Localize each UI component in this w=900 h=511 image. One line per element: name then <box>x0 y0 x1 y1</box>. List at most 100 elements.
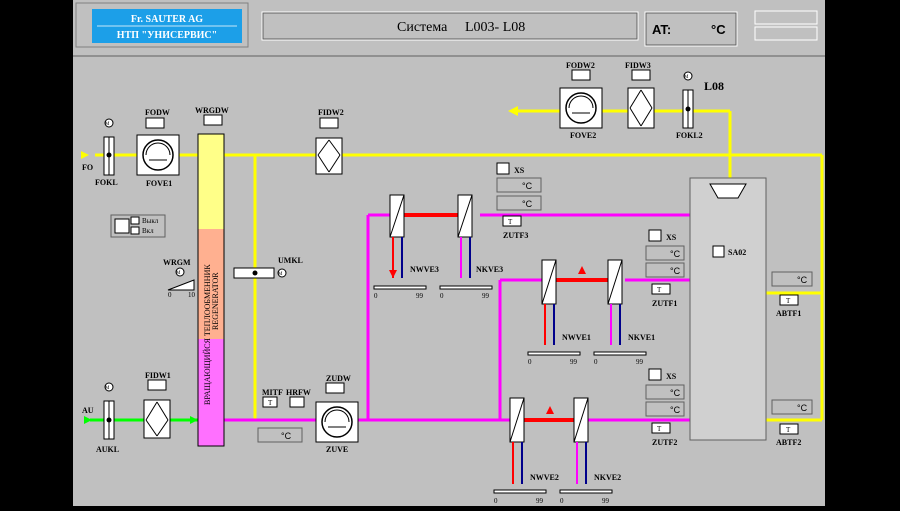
label-xs3: XS <box>514 166 525 175</box>
valve-scale-nwve1 <box>527 351 581 356</box>
nkve3-max: 99 <box>482 292 490 300</box>
zone1-unit-2: °C <box>670 266 681 276</box>
label-fidw2: FIDW2 <box>318 108 344 117</box>
label-zudw: ZUDW <box>326 374 351 383</box>
label-umkl: UMKL <box>278 256 303 265</box>
label-fove2: FOVE2 <box>570 131 596 140</box>
rotary-heat-exchanger[interactable]: ВРАЩАЮЩИЙСЯ ТЕПЛООБМЕННИК REGENERATOR <box>197 133 225 447</box>
label-nkve2: NKVE2 <box>594 473 621 482</box>
label-l08: L08 <box>704 79 724 93</box>
coil-nkve2[interactable] <box>573 397 589 484</box>
abtf1-unit: °C <box>797 275 808 285</box>
abtf1-t: T <box>786 297 791 305</box>
system-code: L003- L08 <box>465 20 525 35</box>
label-fokl2: FOKL2 <box>676 131 703 140</box>
coil-nkve1[interactable] <box>607 259 623 345</box>
label-zuve: ZUVE <box>326 445 348 454</box>
zone3-display <box>496 162 542 227</box>
label-xs2: XS <box>666 372 677 381</box>
label-sa02: SA02 <box>728 248 746 257</box>
zone1-unit-1: °C <box>670 249 681 259</box>
abtf1-display <box>771 271 813 306</box>
zutf3-t: T <box>508 218 513 226</box>
zone3-unit-2: °C <box>522 199 533 209</box>
fan-zuve[interactable] <box>315 401 359 443</box>
mitf-t: T <box>268 399 273 407</box>
nwve2-max: 99 <box>536 497 544 505</box>
labels: FO FOKL FOVE1 FODW WRGDW FIDW2 FODW2 FID… <box>82 61 808 505</box>
regenerator-label-ru: ВРАЩАЮЩИЙСЯ ТЕПЛООБМЕННИК <box>203 264 212 405</box>
room-sa02[interactable] <box>689 177 767 441</box>
sensor-mitf[interactable] <box>262 396 278 408</box>
wrgm-min: 0 <box>168 291 172 299</box>
wrgm-max: 10 <box>188 291 196 299</box>
wrgm-slider[interactable] <box>167 267 195 291</box>
label-zutf1: ZUTF1 <box>652 299 677 308</box>
filter-fidw1[interactable] <box>143 379 171 439</box>
nkve1-min: 0 <box>594 358 598 366</box>
damper-fokl[interactable] <box>103 118 115 176</box>
nkve1-max: 99 <box>636 358 644 366</box>
toggle-off-label: Выкл <box>142 217 159 225</box>
label-zutf2: ZUTF2 <box>652 438 677 447</box>
aukl-motor-mark: M <box>105 386 110 391</box>
damper-fokl2[interactable] <box>682 71 694 129</box>
fan-fove1[interactable] <box>136 134 180 176</box>
filter-fidw2[interactable] <box>315 117 343 175</box>
abtf2-display <box>771 399 813 435</box>
at-unit: °C <box>711 22 726 37</box>
toggle-on-label: Вкл <box>142 227 154 235</box>
regenerator-label-en: REGENERATOR <box>211 272 220 330</box>
coil-nkve3[interactable] <box>457 194 473 278</box>
nwve1-max: 99 <box>570 358 578 366</box>
system-title-box: Система L003- L08 <box>261 11 639 41</box>
company-logo: Fr. SAUTER AG НТП "УНИСЕРВИС" <box>92 9 242 43</box>
mitf-value <box>257 427 303 443</box>
label-fo: FO <box>82 163 93 172</box>
logo-line-2: НТП "УНИСЕРВИС" <box>117 30 217 41</box>
nwve3-min: 0 <box>374 292 378 300</box>
fan-fove2[interactable] <box>559 87 603 129</box>
label-fidw3: FIDW3 <box>625 61 651 70</box>
onoff-toggle[interactable] <box>110 214 166 238</box>
label-fodw2: FODW2 <box>566 61 595 70</box>
label-abtf2: ABTF2 <box>776 438 801 447</box>
filter-fidw3[interactable] <box>627 69 655 129</box>
pressure-fodw[interactable] <box>145 117 165 129</box>
valve-scale-nkve3 <box>439 285 493 290</box>
label-aukl: AUKL <box>96 445 119 454</box>
label-nwve1: NWVE1 <box>562 333 591 342</box>
pressure-wrgdw[interactable] <box>203 114 223 126</box>
sensor-hrfw[interactable] <box>289 396 305 408</box>
header: Fr. SAUTER AG НТП "УНИСЕРВИС" Система L0… <box>73 2 825 57</box>
zone1-display <box>645 229 685 295</box>
logo-line-1: Fr. SAUTER AG <box>131 14 203 25</box>
coil-nwve2[interactable] <box>509 397 525 484</box>
label-nwve3: NWVE3 <box>410 265 439 274</box>
valve-scale-nwve3 <box>373 285 427 290</box>
zone2-unit-2: °C <box>670 405 681 415</box>
valve-scale-nkve1 <box>593 351 647 356</box>
nkve2-max: 99 <box>602 497 610 505</box>
label-fokl: FOKL <box>95 178 118 187</box>
coil-nwve1[interactable] <box>541 259 557 345</box>
label-xs1: XS <box>666 233 677 242</box>
label-mitf: MITF <box>262 388 283 397</box>
wrgm-motor-mark: M <box>176 271 181 276</box>
damper-aukl[interactable] <box>103 382 115 440</box>
pressure-fodw2[interactable] <box>571 69 591 81</box>
damper-umkl[interactable] <box>233 267 287 279</box>
status-indicator[interactable] <box>754 10 818 41</box>
zone2-unit-1: °C <box>670 388 681 398</box>
abtf2-unit: °C <box>797 403 808 413</box>
label-wrgdw: WRGDW <box>195 106 229 115</box>
fokl2-motor-mark: M <box>684 75 689 80</box>
label-hrfw: HRFW <box>286 388 311 397</box>
umkl-motor-mark: M <box>278 272 283 277</box>
pressure-zudw[interactable] <box>325 382 345 394</box>
coil-nwve3[interactable] <box>389 194 405 278</box>
label-abtf1: ABTF1 <box>776 309 801 318</box>
nwve3-max: 99 <box>416 292 424 300</box>
valve-scale-nwve2 <box>493 489 547 494</box>
nwve1-min: 0 <box>528 358 532 366</box>
